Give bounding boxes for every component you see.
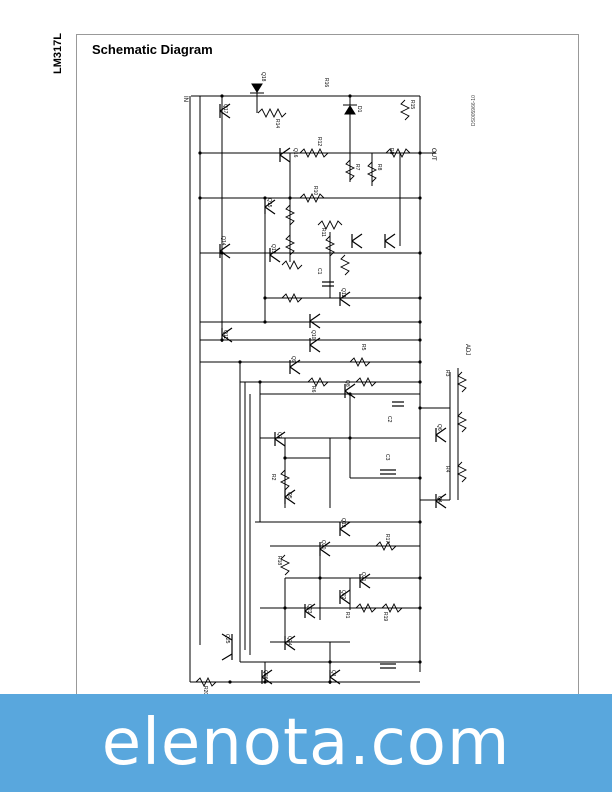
label-q11: Q11 [222, 330, 228, 339]
label-q9: Q9 [290, 356, 296, 363]
label-q1: Q1 [330, 670, 336, 677]
label-q21: Q21 [360, 572, 366, 582]
label-q23: Q23 [306, 604, 312, 614]
label-q22: Q22 [340, 590, 346, 600]
node-out: OUT [430, 148, 436, 161]
label-q16: Q16 [292, 148, 298, 158]
label-q17: Q17 [222, 104, 228, 114]
label-d1: D1 [356, 106, 362, 113]
label-r11: R11 [320, 228, 326, 237]
label-r17: R17 [384, 534, 390, 543]
watermark-banner: elenota.com [0, 694, 612, 792]
label-r18: R18 [276, 556, 282, 565]
label-q4: Q4 [436, 496, 442, 503]
label-q18: Q18 [260, 72, 266, 82]
label-q5: Q5 [286, 492, 292, 499]
label-r8: R8 [376, 164, 382, 171]
label-q6: Q6 [436, 424, 442, 431]
label-r12: R12 [316, 137, 322, 146]
label-c3: C3 [384, 454, 390, 461]
label-q13: Q13 [270, 244, 276, 254]
label-q7: Q7 [276, 432, 282, 439]
label-q10: Q10 [310, 330, 316, 340]
label-c1: C1 [316, 268, 322, 275]
label-q19: Q19 [340, 518, 346, 528]
label-q20: Q20 [320, 540, 326, 550]
label-r15: R15 [409, 100, 415, 109]
label-r14: R14 [274, 119, 280, 128]
node-adj: ADJ [464, 344, 470, 355]
label-r4: R4 [444, 466, 450, 473]
label-r6: R6 [310, 386, 316, 393]
label-r1: R1 [344, 612, 350, 619]
label-r19: R19 [382, 612, 388, 621]
label-q25: Q25 [224, 634, 230, 644]
label-r16: R16 [323, 78, 329, 87]
label-r10: R10 [312, 186, 318, 195]
label-c2: C2 [386, 416, 392, 423]
watermark-text: elenota.com [101, 706, 511, 780]
node-in: IN [182, 96, 188, 102]
label-r20: R20 [202, 686, 208, 695]
label-q8: Q8 [344, 380, 350, 387]
section-title: Schematic Diagram [92, 42, 213, 57]
label-r2: R2 [270, 474, 276, 481]
label-q14: Q14 [220, 236, 226, 246]
label-q12: Q12 [340, 288, 346, 298]
label-q15: Q15 [266, 198, 272, 208]
label-r9: R9 [388, 148, 394, 155]
label-q24: Q24 [286, 636, 292, 646]
label-q26: Q26 [262, 670, 268, 680]
label-r3: R3 [444, 370, 450, 377]
label-r7: R7 [354, 164, 360, 171]
label-r5: R5 [360, 344, 366, 351]
